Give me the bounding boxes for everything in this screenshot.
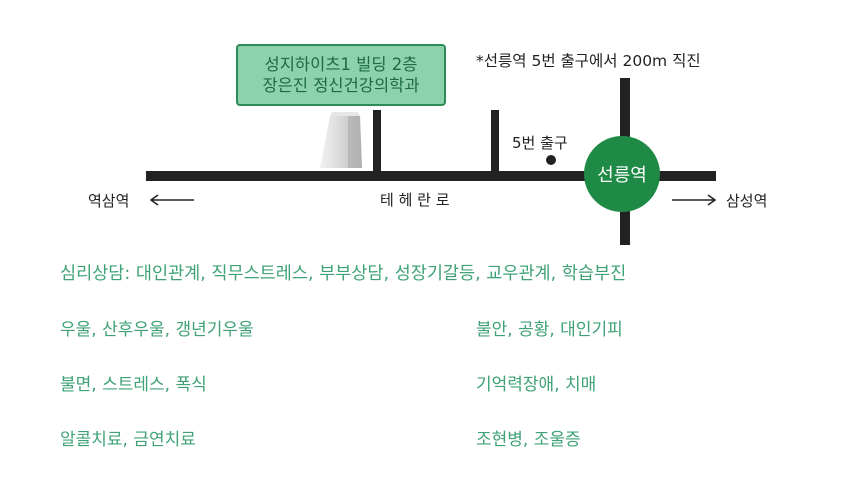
- directions-note: *선릉역 5번 출구에서 200m 직진: [476, 52, 701, 70]
- station-marker: 선릉역: [584, 136, 660, 212]
- exit-label: 5번 출구: [512, 134, 568, 152]
- clinic-name: 장은진 정신건강의학과: [262, 76, 420, 95]
- building-name: 성지하이츠1 빌딩 2층: [264, 55, 418, 74]
- right-direction-label: 삼성역: [726, 192, 768, 210]
- left-direction-label: 역삼역: [88, 192, 130, 210]
- exit-marker: [546, 155, 556, 165]
- services-heading: 심리상담: 대인관계, 직무스트레스, 부부상담, 성장기갈등, 교우관계, 학…: [60, 264, 627, 284]
- right-arrow-icon: [670, 192, 718, 206]
- side-road-1: [373, 110, 381, 172]
- building-label: 성지하이츠1 빌딩 2층 장은진 정신건강의학과: [236, 44, 446, 106]
- service-line-right-1: 불안, 공황, 대인기피: [476, 320, 623, 340]
- service-line-right-3: 조현병, 조울증: [476, 430, 581, 450]
- side-road-2: [491, 110, 499, 172]
- service-line-left-1: 우울, 산후우울, 갱년기우울: [60, 320, 254, 340]
- building-icon: [318, 110, 370, 172]
- main-road: [146, 171, 716, 181]
- service-line-right-2: 기억력장애, 치매: [476, 375, 597, 395]
- station-name: 선릉역: [597, 165, 647, 186]
- road-name: 테 헤 란 로: [380, 191, 450, 209]
- service-line-left-3: 알콜치료, 금연치료: [60, 430, 196, 450]
- service-line-left-2: 불면, 스트레스, 폭식: [60, 375, 207, 395]
- left-arrow-icon: [148, 192, 196, 206]
